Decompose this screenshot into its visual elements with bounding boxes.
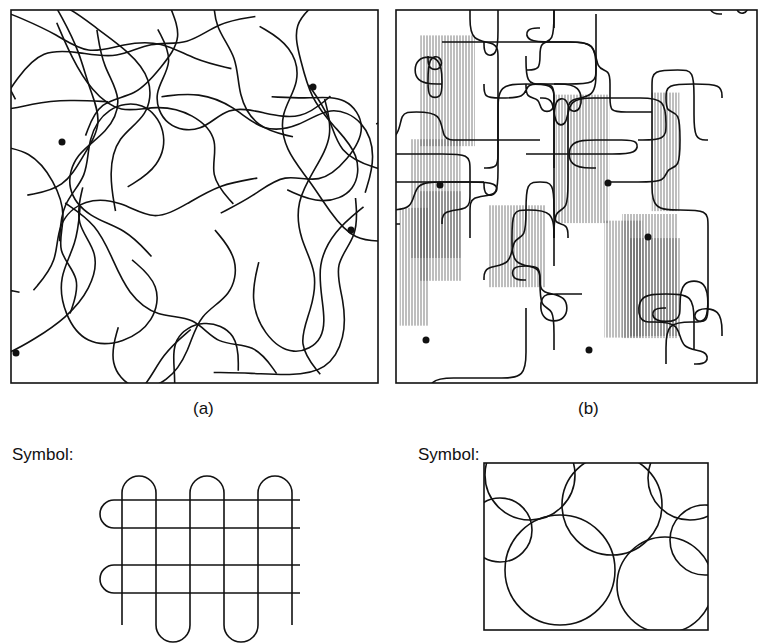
polymer-coil [11,10,231,69]
polymer-coil [298,99,330,374]
symbol-caption: Symbol: [418,446,479,465]
chain-end [310,84,317,91]
polymer-coil [11,144,77,314]
polymer-coil [60,104,164,241]
globule-chain [527,28,652,112]
chain-end [586,347,593,354]
chain-end [59,139,66,146]
globule-chain [513,266,582,321]
chain-end [423,337,430,344]
polymer-coil [30,10,150,211]
polymer-coil [260,26,378,241]
globule-chain [415,56,442,97]
panel-a [0,0,643,504]
polymer-coil [174,323,239,383]
symbol-caption: Symbol: [12,446,73,465]
polymer-coil [214,198,357,375]
chain-end [645,234,652,241]
panel-label: (a) [193,400,214,419]
globule-chain [484,10,554,55]
chain-end [437,182,444,189]
globule-chain [484,84,554,168]
polymer-coil [11,287,20,383]
polymer-coil [113,230,235,383]
globule-chain [396,182,497,238]
panel-b [302,0,761,433]
hatch-region [604,221,642,338]
globule-chain [639,294,707,364]
hatch-region [556,95,610,223]
polymer-coil [86,10,178,136]
panel-frame [396,10,757,383]
polymer-coil [183,10,293,137]
globule-chain [396,126,470,224]
globule-chain [554,84,581,238]
chain-end [605,180,612,187]
globule-chain [554,14,596,238]
polymer-coil [254,207,364,351]
panel-frame [11,10,378,383]
polymer-coil [11,17,255,110]
polymer-coil [120,329,240,383]
globule-chain [396,112,540,140]
hatch-region [488,205,545,287]
globule-chain [540,98,666,140]
globule-chain [470,10,554,70]
chain-end [13,350,20,357]
polymer-coil [11,187,95,383]
globule-chain [653,281,722,336]
globule-chain [610,84,722,182]
globule-chain [442,42,596,84]
panel-label: (b) [578,400,599,419]
chain-end [348,227,355,234]
polymer-coil [61,206,157,343]
polymer-coil [33,178,257,290]
polymer-coil [11,82,108,166]
polymer-coil [161,94,372,192]
globule-chain [526,140,637,168]
hatch-region [420,191,461,281]
globule-symbol [468,430,740,633]
globule-chain [428,308,526,383]
network-symbol [100,476,300,642]
